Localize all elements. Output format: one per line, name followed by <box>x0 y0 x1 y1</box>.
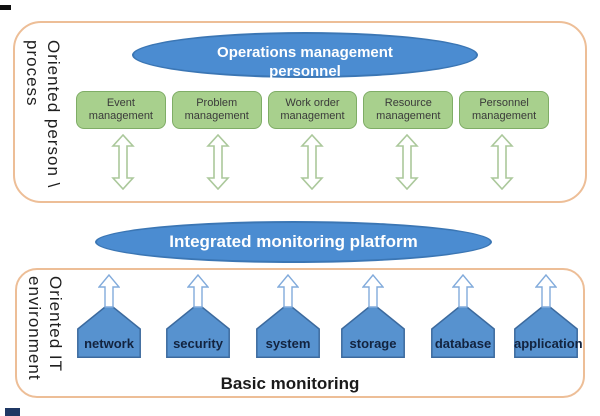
scan-artifact <box>5 408 20 416</box>
integrated-platform-ellipse: Integrated monitoring platform <box>95 221 492 263</box>
double-arrow-icon <box>206 134 230 190</box>
house-security: security <box>166 303 230 358</box>
up-arrow-icon <box>98 274 120 308</box>
house-shape <box>166 303 230 358</box>
double-arrow-icon <box>300 134 325 190</box>
house-shape <box>77 303 141 358</box>
double-arrow-row <box>76 134 549 192</box>
house-shape <box>431 303 495 358</box>
house-shape <box>341 303 405 358</box>
integrated-platform-label: Integrated monitoring platform <box>169 232 418 251</box>
bottom-side-label: Oriented IT environment <box>24 276 66 394</box>
up-arrow-icon <box>187 274 209 308</box>
house-label: network <box>84 336 134 351</box>
bottom-side-label-line2: environment <box>25 276 44 381</box>
house-label: system <box>265 336 311 351</box>
scan-artifact <box>0 5 11 10</box>
house-label: security <box>173 336 223 351</box>
basic-monitoring-caption: Basic monitoring <box>220 374 360 393</box>
box-resource-management: Resource management <box>363 91 454 129</box>
double-arrow-icon <box>111 134 136 190</box>
house-label: application <box>514 336 583 351</box>
management-box-row: Event management Problem management Work… <box>76 91 549 129</box>
bottom-side-label-line1: Oriented IT <box>46 276 65 373</box>
up-arrow-icon <box>535 274 557 308</box>
box-problem-management: Problem management <box>171 91 262 129</box>
top-side-label-line1: Oriented person \ <box>44 40 63 189</box>
house-label: storage <box>349 336 397 351</box>
house-storage: storage <box>341 303 405 358</box>
top-side-label-line2: process <box>23 40 42 107</box>
up-arrow-icon <box>362 274 384 308</box>
up-arrow-icon <box>277 274 299 308</box>
top-side-label: Oriented person \ process <box>22 40 64 208</box>
house-system: system <box>256 303 320 358</box>
box-personnel-management: Personnel management <box>459 91 549 129</box>
house-shape <box>256 303 320 358</box>
house-database: database <box>431 303 495 358</box>
up-arrow-icon <box>452 274 474 308</box>
house-label: database <box>434 336 492 351</box>
box-event-management: Event management <box>76 91 166 129</box>
house-application: application <box>514 303 583 358</box>
house-network: network <box>77 303 141 358</box>
operations-personnel-label: Operations management personnel <box>217 44 393 80</box>
double-arrow-icon <box>489 134 514 190</box>
box-work-order-management: Work order management <box>267 91 358 129</box>
operations-personnel-ellipse: Operations management personnel <box>132 32 478 80</box>
double-arrow-icon <box>395 134 419 190</box>
house-shape <box>514 303 578 358</box>
